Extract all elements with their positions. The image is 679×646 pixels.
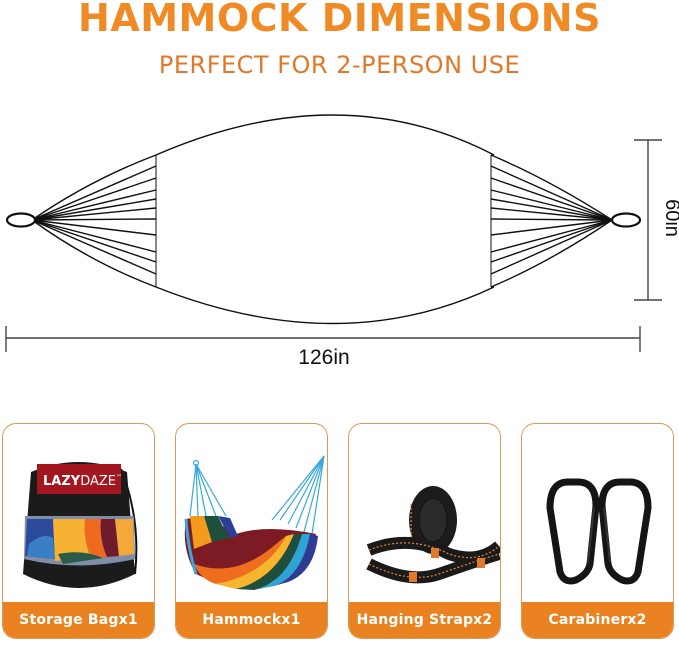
item-label: Storage Bagx1 bbox=[19, 612, 138, 628]
hammock-image bbox=[184, 455, 325, 590]
label-band: Hanging Strapx2 bbox=[349, 602, 500, 638]
label-band: Carabinerx2 bbox=[522, 602, 673, 638]
page-title: HAMMOCK DIMENSIONS bbox=[78, 0, 601, 40]
item-card-storage-bag: LAZYDAZE™ Storage Bagx1 bbox=[2, 423, 155, 639]
hanging-strap-image bbox=[366, 486, 500, 584]
carabiner-icon bbox=[598, 478, 652, 585]
width-dimension-label: 126in bbox=[298, 346, 350, 369]
item-card-hammock: Hammockx1 bbox=[175, 423, 328, 639]
page-subtitle: PERFECT FOR 2-PERSON USE bbox=[158, 51, 521, 79]
storage-bag-image: LAZYDAZE™ bbox=[23, 462, 138, 588]
brand-text: LAZYDAZE™ bbox=[43, 474, 122, 489]
right-ring-icon bbox=[610, 212, 642, 228]
item-label: Hammockx1 bbox=[202, 612, 301, 628]
item-label: Hanging Strapx2 bbox=[356, 612, 493, 628]
hammock-diagram bbox=[5, 114, 662, 352]
item-card-carabiner: Carabinerx2 bbox=[521, 423, 674, 639]
height-dimension-label: 60in bbox=[661, 199, 679, 237]
label-band: Storage Bagx1 bbox=[3, 602, 154, 638]
carabiner-image bbox=[546, 478, 652, 585]
label-band: Hammockx1 bbox=[176, 602, 327, 638]
item-card-hanging-strap: Hanging Strapx2 bbox=[348, 423, 501, 639]
carabiner-icon bbox=[546, 478, 600, 585]
left-ring-icon bbox=[5, 212, 37, 228]
item-label: Carabinerx2 bbox=[548, 612, 647, 628]
